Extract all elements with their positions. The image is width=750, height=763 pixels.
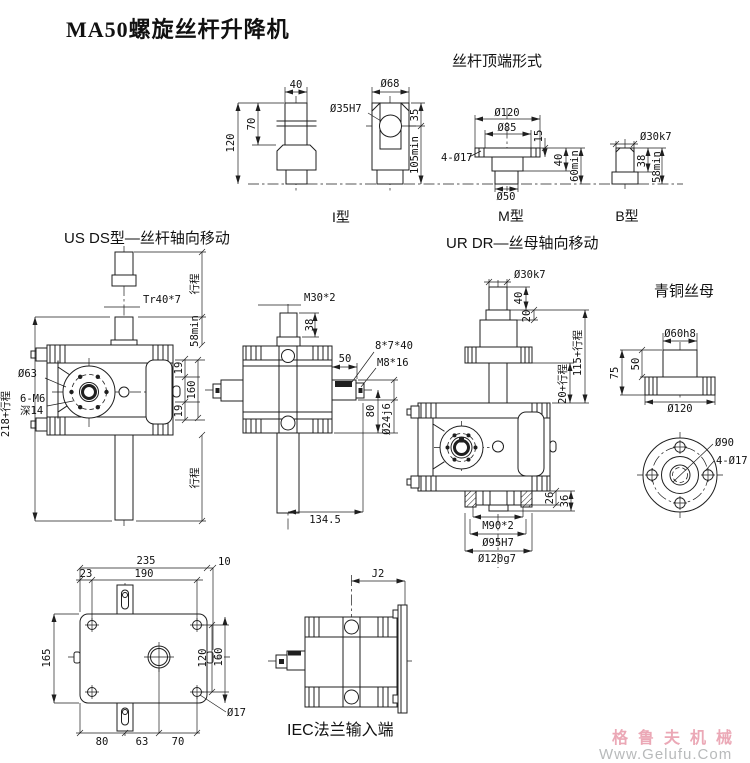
dim-urdr-20: 20	[521, 310, 533, 323]
dim-side-80: 80	[365, 405, 377, 418]
dim-side-thread: M30*2	[304, 292, 336, 304]
dim-usds-63: Ø63	[18, 368, 37, 380]
watermark-url: Www.Gelufu.Com	[599, 746, 732, 763]
dim-usds-stroke-bottom: 行程	[188, 467, 201, 488]
dim-nut-120: Ø120	[667, 403, 692, 415]
dim-urdr-36: 36	[559, 495, 571, 508]
type-b-view: Ø30k7 38 58min B型	[610, 131, 672, 224]
corner-holes	[85, 618, 204, 699]
screw-top-forms-section: 丝杆顶端形式 40 120 70 Ø68 Ø35H7 35 105min I型	[225, 53, 683, 225]
dim-nut-90: Ø90	[715, 437, 734, 449]
iec-flange-view: J2 IEC法兰输入端	[268, 568, 412, 739]
dim-side-tap: M8*16	[377, 357, 409, 369]
dim-plan-hole: Ø17	[227, 707, 246, 719]
urdr-bolt-holes	[445, 433, 478, 462]
dim-i-40: 40	[290, 79, 303, 91]
dim-nut-50: 50	[630, 358, 642, 371]
type-i-right-view: Ø68 Ø35H7 35 105min I型	[330, 78, 425, 225]
dim-i-68: Ø68	[381, 78, 400, 90]
dim-i-70: 70	[246, 118, 258, 131]
page-title: MA50螺旋丝杆升降机	[66, 17, 290, 42]
side-view: M30*2 38 50 8*7*40 M8*16 80 Ø24j6 134.5	[205, 292, 413, 532]
dim-m-40: 40	[553, 154, 565, 167]
dim-i-bore: Ø35H7	[330, 103, 362, 115]
dim-i-35: 35	[409, 109, 421, 122]
dim-plan-70: 70	[172, 736, 185, 748]
usds-view: US DS型—丝杆轴向移动 Tr40*7 行程 58min 19 160 19 …	[0, 230, 230, 526]
dim-m-120: Ø120	[494, 107, 519, 119]
section-hatch-right	[520, 490, 533, 508]
bronze-nut-views: 青铜丝母 Ø60h8 50 75 Ø120 Ø90 4-Ø17	[609, 283, 748, 518]
dim-urdr-26: 26	[544, 492, 556, 505]
dim-urdr-20stroke: 20+行程	[556, 364, 569, 404]
watermark: 格鲁夫机械 Www.Gelufu.Com	[599, 728, 742, 763]
dim-urdr-40: 40	[513, 292, 525, 305]
section-header-nut: 青铜丝母	[654, 283, 714, 300]
section-header-iec: IEC法兰输入端	[287, 721, 394, 739]
section-header-urdr: UR DR—丝母轴向移动	[446, 235, 599, 252]
dim-plan-165: 165	[41, 649, 53, 668]
dim-usds-19b: 19	[173, 405, 185, 418]
dim-urdr-30k7: Ø30k7	[514, 269, 546, 281]
dim-plan-80: 80	[96, 736, 109, 748]
dim-nut-holes: 4-Ø17	[716, 455, 748, 467]
dim-nut-75: 75	[609, 367, 621, 380]
dim-b-30k7: Ø30k7	[640, 131, 672, 143]
dim-side-134: 134.5	[309, 514, 341, 526]
dim-side-50: 50	[339, 353, 352, 365]
dim-plan-160: 160	[213, 648, 225, 667]
dim-plan-63: 63	[136, 736, 149, 748]
watermark-brand: 格鲁夫机械	[612, 728, 742, 747]
label-type-b: B型	[615, 208, 638, 224]
dim-usds-depth: 深14	[20, 405, 43, 417]
dim-urdr-flange: Ø120g7	[478, 553, 516, 565]
dim-usds-160: 160	[186, 381, 198, 400]
dim-b-58min: 58min	[651, 151, 663, 183]
dim-nut-60h8: Ø60h8	[664, 328, 696, 340]
dim-iec-j2: J2	[372, 568, 385, 580]
dim-plan-235: 235	[137, 555, 156, 567]
dim-m-50: Ø50	[497, 191, 516, 203]
dim-plan-23: 23	[80, 568, 93, 580]
dim-usds-total: 218+行程	[0, 390, 12, 437]
dim-plan-10: 10	[218, 556, 231, 568]
dim-side-38: 38	[304, 319, 316, 332]
base-plan-view: 235 10 23 190 165 120 160 Ø17 80 63 70	[41, 555, 246, 748]
dim-usds-58min: 58min	[189, 315, 201, 347]
type-m-view: Ø120 Ø85 15 4-Ø17 40 60min Ø50 M型	[441, 107, 585, 224]
dim-plan-120: 120	[197, 649, 209, 668]
dim-m-85: Ø85	[498, 122, 517, 134]
dim-usds-bolts: 6-M6	[20, 393, 45, 405]
dim-m-holes: 4-Ø17	[441, 152, 473, 164]
type-i-left-view: 40 120 70	[225, 79, 317, 191]
section-hatch-left	[464, 490, 477, 508]
dim-usds-thread: Tr40*7	[143, 294, 181, 306]
dim-usds-stroke-top: 行程	[188, 273, 201, 294]
dim-usds-19a: 19	[173, 362, 185, 375]
urdr-view: UR DR—丝母轴向移动 Ø30k7 40 20 115+行程 20+行程 26…	[406, 235, 599, 568]
dim-m-15: 15	[533, 130, 545, 143]
section-header-screw-top: 丝杆顶端形式	[452, 53, 542, 70]
dim-side-key: 8*7*40	[375, 340, 413, 352]
bolt-holes-6m6	[69, 374, 109, 410]
label-type-m: M型	[498, 208, 524, 224]
dim-urdr-115stroke: 115+行程	[571, 329, 584, 376]
dim-i-105min: 105min	[409, 136, 421, 174]
label-type-i: I型	[332, 209, 350, 225]
dim-m-60min: 60min	[569, 150, 581, 182]
bronze-nut-bottom-view: Ø90 4-Ø17	[637, 432, 748, 518]
dim-urdr-bore: Ø95H7	[482, 537, 514, 549]
dim-i-120: 120	[225, 134, 237, 153]
dim-b-38: 38	[636, 155, 648, 168]
dim-side-shaft: Ø24j6	[381, 403, 393, 435]
dim-urdr-thread: M90*2	[482, 520, 514, 532]
dim-plan-190: 190	[135, 568, 154, 580]
section-header-usds: US DS型—丝杆轴向移动	[64, 230, 230, 247]
